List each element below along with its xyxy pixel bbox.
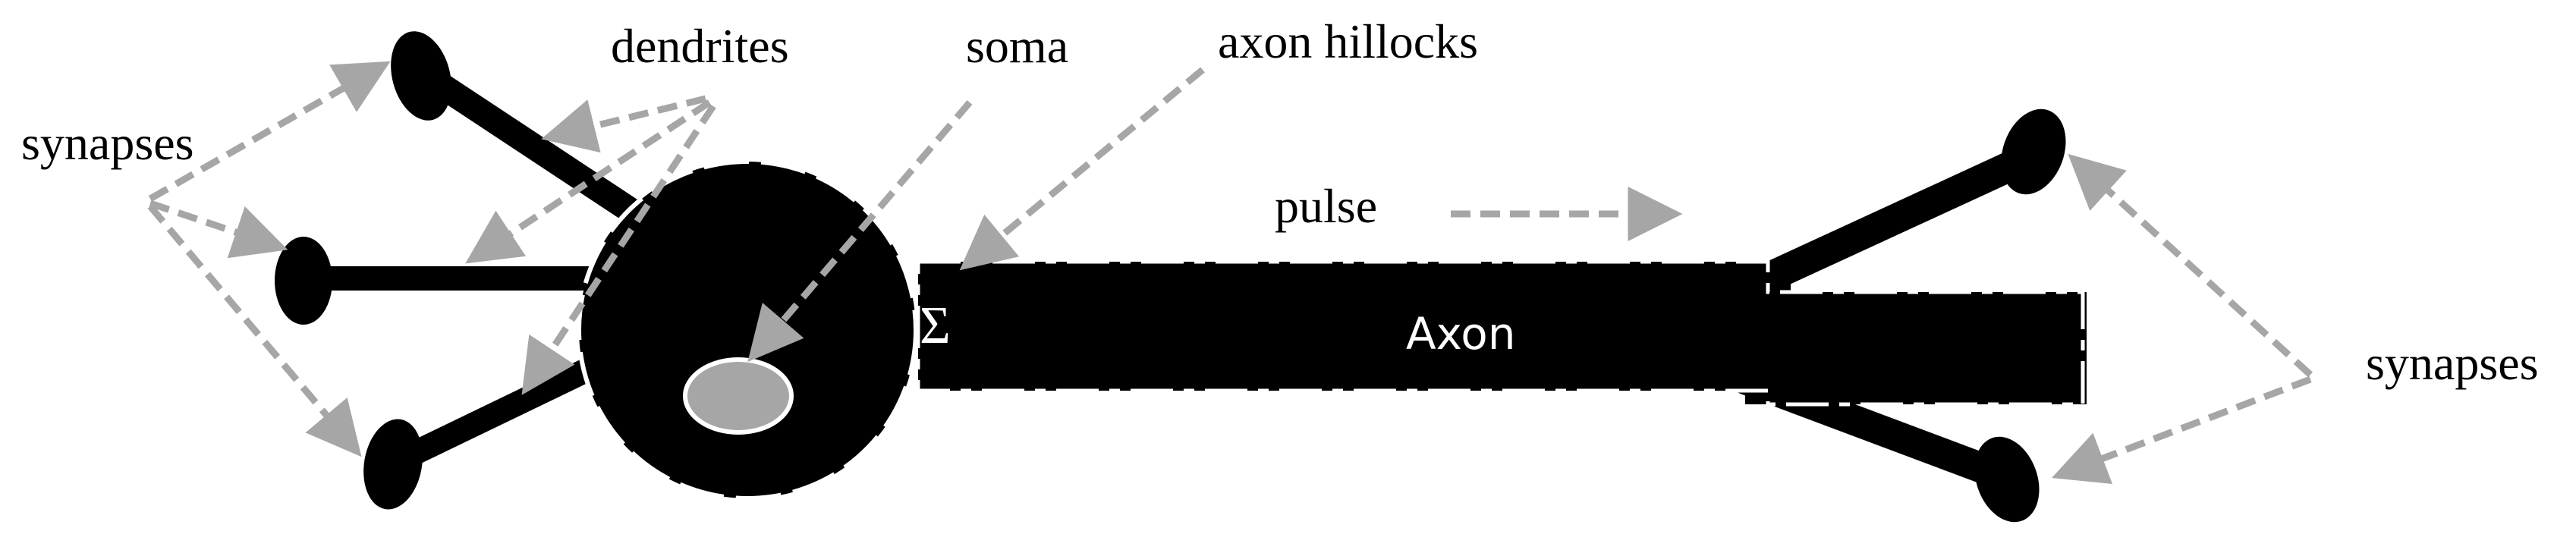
axon xyxy=(916,259,2087,407)
axon-shaft xyxy=(918,262,1791,391)
synapse-bulb-right-lower xyxy=(1974,436,2040,523)
dendrite-upper xyxy=(408,59,658,233)
annotation-arrows xyxy=(147,61,2313,485)
label-axon-hillocks: axon hillocks xyxy=(1218,14,1478,68)
soma-dashed-outline xyxy=(577,159,918,501)
arrow-synapses-right-lower xyxy=(2051,375,2312,485)
nucleus xyxy=(683,357,794,435)
soma xyxy=(577,159,918,501)
arrow-synapses-to-lower xyxy=(147,204,362,457)
label-pulse: pulse xyxy=(1275,179,1377,233)
label-synapses-right: synapses xyxy=(2366,336,2539,390)
axon-terminal-segment xyxy=(1745,292,2087,404)
arrow-synapses-to-middle xyxy=(149,200,288,259)
labels: synapses dendrites soma axon hillocks pu… xyxy=(21,14,2539,390)
label-synapses-left: synapses xyxy=(21,116,194,170)
arrow-dendrites-to-lower xyxy=(521,104,716,395)
soma-body xyxy=(579,162,916,498)
label-sigma: Σ xyxy=(920,297,951,355)
terminal-branch-upper xyxy=(1730,140,2049,303)
synapse-bulb-middle xyxy=(275,237,332,325)
synapse-bulb-lower xyxy=(363,419,423,510)
synapse-bulb-right-upper xyxy=(2001,108,2066,195)
synapse-bulb-upper xyxy=(391,31,451,121)
dendrite-lower xyxy=(382,344,627,475)
arrow-synapses-right-upper xyxy=(2068,153,2313,378)
dendrites-group xyxy=(275,31,658,510)
arrow-dendrites-to-upper xyxy=(541,95,707,153)
arrow-soma xyxy=(747,100,973,363)
axon-dashed-outline xyxy=(916,259,2085,407)
arrow-synapses-to-upper xyxy=(148,61,391,202)
label-soma: soma xyxy=(966,19,1068,73)
arrow-axon-hillocks xyxy=(959,67,1205,271)
label-axon: Axon xyxy=(1406,308,1515,360)
arrow-dendrites-to-middle xyxy=(465,99,712,264)
label-dendrites: dendrites xyxy=(611,19,789,73)
